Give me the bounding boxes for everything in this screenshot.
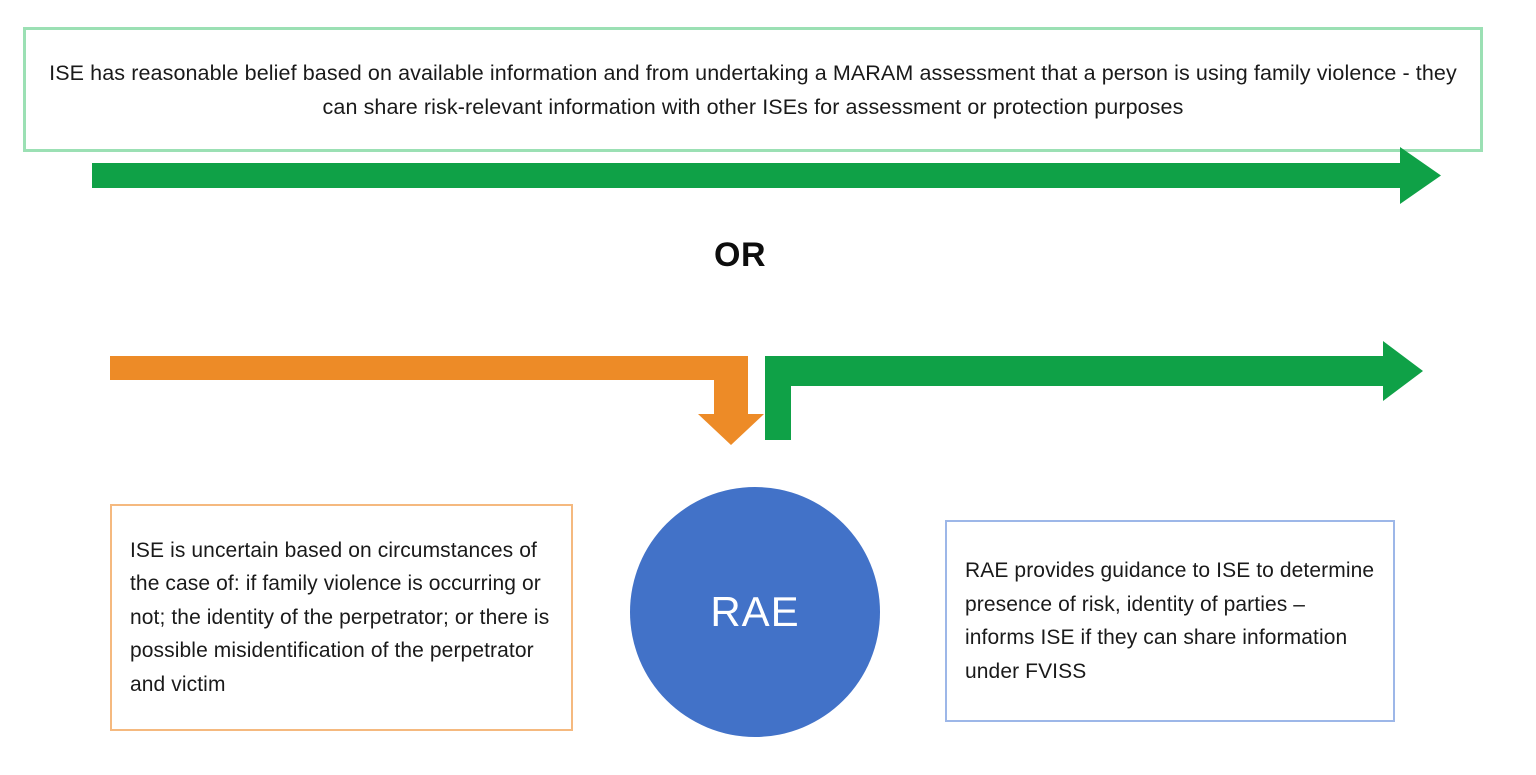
note-box-rae-guidance-text: RAE provides guidance to ISE to determin… — [965, 559, 1375, 683]
or-connector-label: OR — [714, 236, 766, 274]
statement-box-text: ISE has reasonable belief based on avail… — [49, 60, 1457, 119]
orange-elbow-arrow — [110, 356, 764, 445]
note-box-uncertain-text: ISE is uncertain based on circumstances … — [130, 538, 550, 696]
rae-node-label: RAE — [710, 588, 800, 635]
green-straight-arrow — [92, 147, 1441, 204]
note-box-uncertain: ISE is uncertain based on circumstances … — [110, 504, 573, 731]
statement-box-reasonable-belief: ISE has reasonable belief based on avail… — [23, 27, 1483, 152]
note-box-rae-guidance: RAE provides guidance to ISE to determin… — [945, 520, 1395, 722]
rae-node: RAE — [630, 487, 880, 737]
green-elbow-arrow — [765, 341, 1423, 440]
